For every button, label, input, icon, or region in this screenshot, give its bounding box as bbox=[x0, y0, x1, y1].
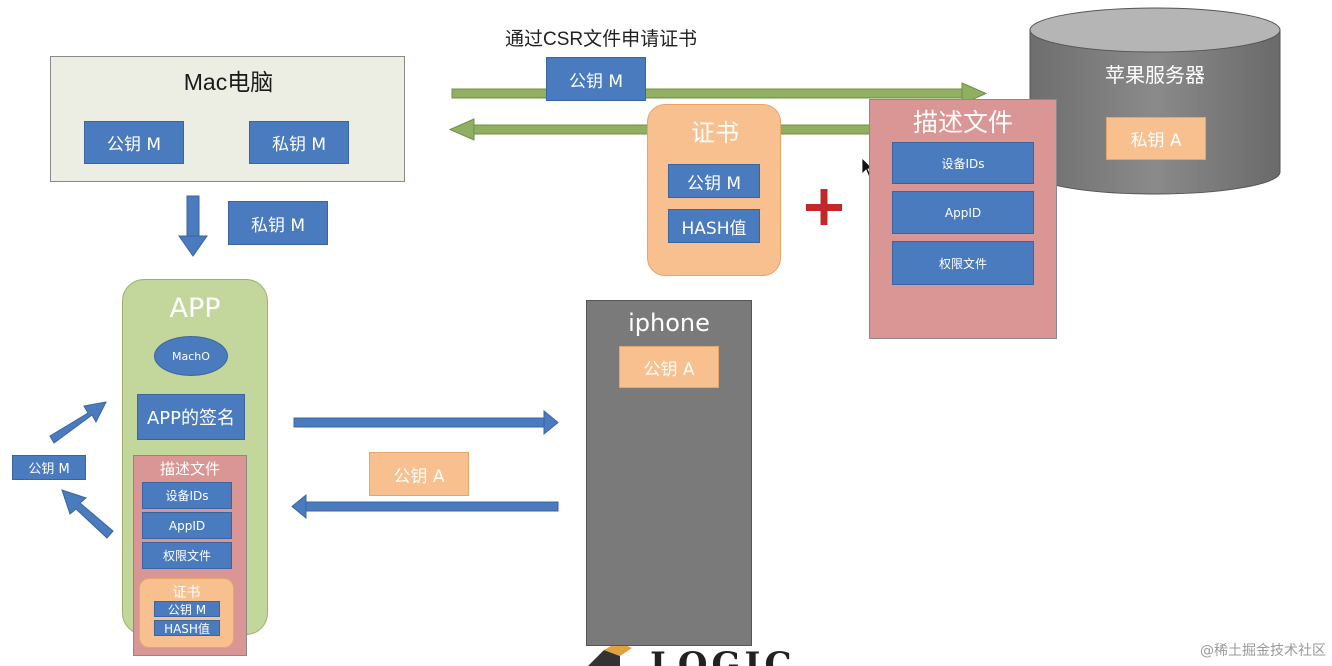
apple-server-private-key: 私钥 A bbox=[1106, 117, 1206, 160]
left-public-key: 公钥 M bbox=[12, 455, 86, 480]
csr-request-arrow bbox=[451, 82, 988, 105]
watermark: @稀土掘金技术社区 bbox=[1200, 643, 1326, 659]
macho-ellipse: MachO bbox=[154, 336, 228, 376]
diagonal-arrow-down bbox=[61, 489, 114, 539]
iphone-device: iphone 公钥 A bbox=[586, 300, 752, 646]
mac-public-key: 公钥 M bbox=[84, 121, 184, 164]
profile-top: 描述文件 设备IDs AppID 权限文件 bbox=[869, 99, 1057, 339]
mac-to-app-arrow bbox=[178, 195, 208, 257]
csr-request-label: 通过CSR文件申请证书 bbox=[505, 29, 698, 50]
apple-server-title: 苹果服务器 bbox=[1105, 62, 1205, 87]
mac-computer-box: Mac电脑 公钥 M 私钥 M bbox=[50, 56, 405, 182]
public-key-a-transfer: 公钥 A bbox=[369, 452, 469, 496]
private-key-m-transfer: 私钥 M bbox=[228, 201, 328, 245]
app-certificate-public-key: 公钥 M bbox=[154, 601, 220, 617]
app-to-iphone-arrow bbox=[293, 409, 559, 436]
profile-top-title: 描述文件 bbox=[912, 108, 1013, 137]
iphone-title: iphone bbox=[628, 309, 710, 337]
app-profile: 描述文件 设备IDs AppID 权限文件 证书 公钥 M HASH值 bbox=[133, 455, 247, 656]
app-profile-app-id: AppID bbox=[142, 512, 232, 539]
app-certificate-hash: HASH值 bbox=[154, 620, 220, 636]
plus-sign bbox=[806, 189, 842, 225]
app-signature: APP的签名 bbox=[137, 394, 245, 440]
iphone-public-key: 公钥 A bbox=[619, 346, 719, 388]
app-profile-device-ids: 设备IDs bbox=[142, 482, 232, 509]
certificate-top-public-key: 公钥 M bbox=[668, 164, 760, 198]
apple-server-cylinder bbox=[1029, 7, 1281, 195]
profile-top-permissions: 权限文件 bbox=[892, 241, 1034, 285]
profile-top-device-ids: 设备IDs bbox=[892, 142, 1034, 184]
iphone-to-app-arrow bbox=[291, 493, 559, 520]
profile-top-app-id: AppID bbox=[892, 191, 1034, 234]
diagonal-arrow-up bbox=[49, 401, 107, 444]
app-profile-permissions: 权限文件 bbox=[142, 542, 232, 569]
certificate-top-hash: HASH值 bbox=[668, 209, 760, 243]
csr-public-key: 公钥 M bbox=[546, 57, 646, 101]
logic-logo-text: LOGIC bbox=[650, 648, 790, 666]
app-title: APP bbox=[169, 292, 221, 324]
logic-logo: LOGIC bbox=[650, 648, 790, 666]
mac-private-key: 私钥 M bbox=[249, 121, 349, 164]
app-profile-title: 描述文件 bbox=[159, 459, 220, 478]
app-certificate-title: 证书 bbox=[172, 585, 201, 601]
app-certificate: 证书 公钥 M HASH值 bbox=[139, 578, 234, 648]
certificate-top: 证书 公钥 M HASH值 bbox=[647, 104, 781, 276]
certificate-top-title: 证书 bbox=[691, 118, 739, 147]
mac-title: Mac电脑 bbox=[183, 69, 274, 95]
